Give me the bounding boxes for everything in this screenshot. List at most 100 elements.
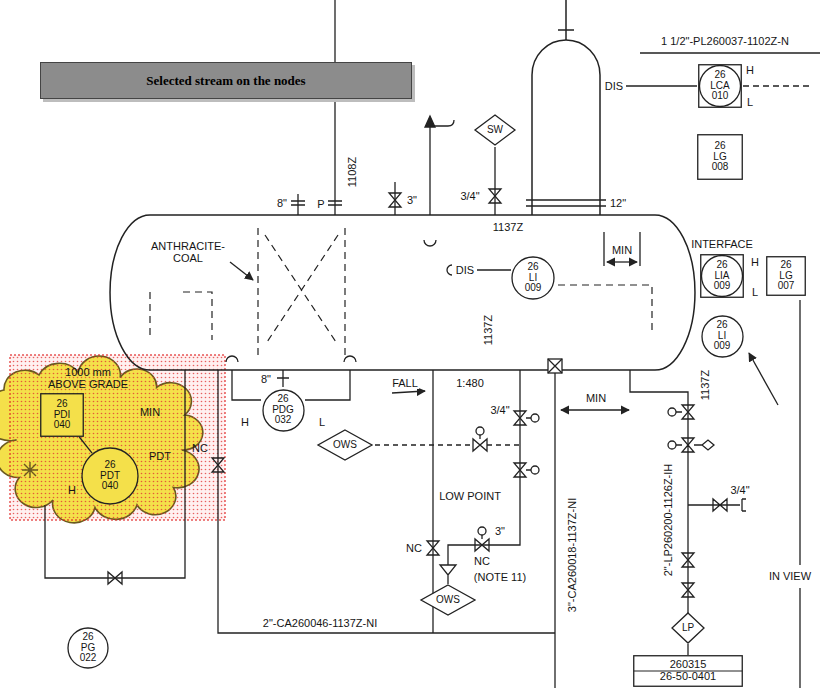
indicator-box: 26PDI040	[40, 393, 84, 437]
line-number: 1137Z	[699, 369, 711, 401]
nozzle-label: P	[316, 198, 325, 210]
drain-diamond: OWS	[317, 429, 373, 461]
shared-display: 26LIA009	[700, 254, 744, 298]
tag-text: 040	[54, 420, 71, 431]
size-label: 12"	[609, 197, 627, 209]
drain-diamond: OWS	[420, 584, 476, 616]
line-number: 1137Z	[492, 221, 524, 233]
slope-label: 1:480	[455, 377, 485, 389]
tag-text: 26	[272, 394, 294, 405]
instrument-bubble: 26LI009	[701, 315, 744, 358]
signal-label: DIS	[604, 80, 624, 92]
node-text: LP	[682, 623, 694, 634]
gauge-bubble: 26PG022	[67, 627, 109, 669]
alarm-label: L	[751, 286, 759, 298]
size-label: 8"	[260, 373, 272, 385]
node-text: SW	[487, 125, 503, 136]
tag-text: LCA	[710, 81, 729, 92]
instrument-bubble: 26LI009	[511, 256, 555, 300]
note-label: 1000 mm ABOVE GRADE	[45, 366, 131, 390]
part-label: ANTHRACITE- COAL	[147, 240, 229, 264]
tag-text: PDI	[54, 410, 71, 421]
line-number: 2"-LP260200-1126Z-IH	[662, 463, 674, 578]
slope-label: FALL	[391, 377, 419, 389]
size-label: 3/4"	[459, 190, 480, 202]
valve-state: NC	[405, 542, 423, 554]
alarm-label: H	[750, 256, 760, 268]
node-text: 26PDI040	[54, 399, 71, 431]
port-label: L	[318, 416, 326, 428]
tag-text: PDG	[272, 405, 294, 416]
tag-text: LI	[525, 273, 542, 284]
node-text: 26LI009	[714, 320, 731, 352]
alarm-label: H	[745, 64, 755, 76]
line-number: 2"-CA260046-1137Z-NI	[262, 617, 378, 629]
note-label: LOW POINT	[438, 490, 502, 502]
node-text: OWS	[333, 440, 357, 451]
note-label: (NOTE 11)	[473, 571, 527, 583]
tag-text: PDT	[100, 471, 120, 482]
tag-box: 26031526-50-0401	[633, 655, 743, 687]
size-label: 3"	[406, 194, 418, 206]
tag-text: 009	[714, 341, 731, 352]
dimension-label: MIN	[611, 244, 633, 256]
port-label: H	[67, 484, 77, 496]
tag-text: 040	[100, 481, 120, 492]
tag-text: PG	[80, 643, 97, 654]
node-text: 26LG007	[778, 260, 795, 292]
lp-diamond: LP	[671, 612, 705, 644]
port-label: H	[240, 416, 250, 428]
line-number: 3"-CA260018-1137Z-NI	[566, 497, 578, 613]
tag-text: 008	[712, 162, 729, 173]
tag-text: OWS	[436, 595, 460, 606]
tag-text: LI	[714, 331, 731, 342]
line-number: 1108Z	[346, 156, 358, 188]
valve-state: NC	[191, 442, 209, 454]
tag-text: 26	[712, 141, 729, 152]
transmitter-bubble: 26PDT040	[81, 447, 139, 505]
markup-text: PDT	[148, 450, 172, 462]
tag-text: 009	[714, 281, 731, 292]
node-text: 26PDG032	[272, 394, 294, 426]
node-text: 26PG022	[80, 632, 97, 664]
node-text: 26LCA010	[710, 70, 729, 102]
tag-text: 260315	[660, 659, 716, 671]
vessel	[110, 0, 695, 370]
node-text: 26LG008	[712, 141, 729, 173]
tag-text: 26	[710, 70, 729, 81]
valve-state: NC	[473, 555, 491, 567]
tag-text: 010	[710, 91, 729, 102]
asterisk-mark	[22, 462, 38, 478]
signal-label: DIS	[455, 264, 475, 276]
tag-text: LG	[778, 271, 795, 282]
selection-frame	[10, 355, 225, 520]
tag-text: 26	[100, 460, 120, 471]
highlight-region	[0, 355, 225, 523]
node-text: 26031526-50-0401	[660, 659, 716, 682]
tag-text: 26	[714, 320, 731, 331]
line-number: 1 1/2"-PL260037-1102Z-N	[660, 35, 790, 47]
line-number: 1137Z	[482, 314, 494, 346]
tag-text: SW	[487, 125, 503, 136]
shared-display: 26LCA010	[698, 64, 742, 108]
size-label: 8"	[276, 197, 288, 209]
note-label: IN VIEW	[768, 570, 812, 582]
tag-text: 26-50-0401	[660, 671, 716, 683]
dimension-label: MIN	[585, 392, 607, 404]
tag-text: 009	[525, 283, 542, 294]
tag-text: LIA	[714, 271, 731, 282]
tag-text: 007	[778, 281, 795, 292]
signal-line	[79, 437, 92, 453]
dimension-label: MIN	[139, 406, 161, 418]
tag-text: 022	[80, 653, 97, 664]
size-label: 3/4"	[489, 404, 510, 416]
tag-text: 26	[80, 632, 97, 643]
node-text: 26LI009	[525, 262, 542, 294]
gauge-box: 26LG007	[766, 256, 806, 296]
tag-text: LP	[682, 623, 694, 634]
note-label: INTERFACE	[690, 238, 754, 250]
tag-text: 26	[714, 260, 731, 271]
